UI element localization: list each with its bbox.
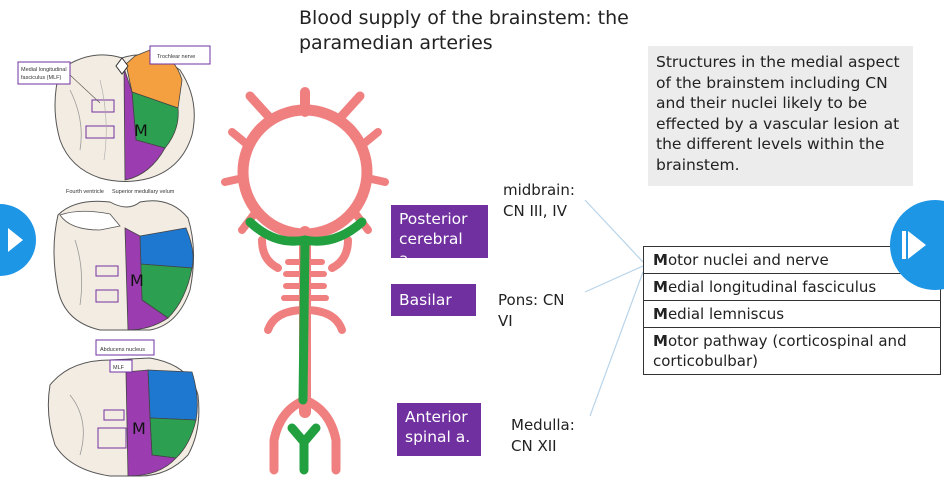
table-row: Medial longitudinal fasciculus: [644, 273, 940, 300]
skip-bar-icon: [902, 231, 906, 259]
row-initial: M: [653, 278, 668, 296]
connector-lines: [584, 199, 644, 417]
info-box: [648, 46, 913, 186]
svg-text:M: M: [132, 419, 146, 438]
row-initial: M: [653, 332, 668, 350]
chevron-left-icon: [8, 228, 23, 252]
chevron-right-icon: [908, 231, 926, 259]
svg-text:M: M: [134, 121, 148, 140]
slide-title: Blood supply of the brainstem: the param…: [299, 7, 629, 54]
anterior-spinal-label: Anterior spinal a.: [397, 403, 481, 456]
svg-text:Superior medullary velum: Superior medullary velum: [112, 189, 175, 195]
row-text: otor nuclei and nerve: [667, 251, 829, 269]
pons-section: Fourth ventricle Superior medullary velu…: [53, 189, 195, 331]
row-initial: M: [653, 305, 668, 323]
structures-table: Motor nuclei and nerve Medial longitudin…: [643, 246, 941, 375]
svg-text:M: M: [130, 271, 144, 290]
medulla-section: Abducens nucleus MLF M: [47, 339, 200, 477]
svg-text:Trochlear nerve: Trochlear nerve: [157, 54, 195, 60]
table-row: Motor nuclei and nerve: [644, 247, 940, 273]
basilar-label: Basilar a.: [391, 284, 476, 329]
svg-text:Medial longitudinal: Medial longitudinal: [21, 67, 67, 73]
table-row: Medial lemniscus: [644, 300, 940, 327]
medulla-level-label: Medulla: CN XII: [511, 416, 575, 455]
info-box-text: Structures in the medial aspect of the b…: [656, 53, 900, 174]
row-text: otor pathway (corticospinal and corticob…: [653, 332, 907, 370]
posterior-cerebral-label: Posterior cerebral a.: [391, 205, 488, 268]
svg-text:Abducens nucleus: Abducens nucleus: [100, 347, 145, 353]
row-text: edial longitudinal fasciculus: [667, 278, 877, 296]
row-initial: M: [653, 251, 668, 269]
pons-level-label: Pons: CN VI: [498, 291, 565, 330]
svg-text:Fourth ventricle: Fourth ventricle: [66, 189, 104, 195]
row-text: edial lemniscus: [667, 305, 785, 323]
svg-text:MLF: MLF: [113, 365, 125, 371]
svg-text:fasciculus (MLF): fasciculus (MLF): [21, 75, 62, 81]
midbrain-section: Medial longitudinal fasciculus (MLF) Tro…: [17, 45, 211, 182]
table-row: Motor pathway (corticospinal and cortico…: [644, 327, 940, 374]
paramedian-arteries: [245, 217, 367, 475]
midbrain-level-label: midbrain: CN III, IV: [503, 181, 575, 220]
